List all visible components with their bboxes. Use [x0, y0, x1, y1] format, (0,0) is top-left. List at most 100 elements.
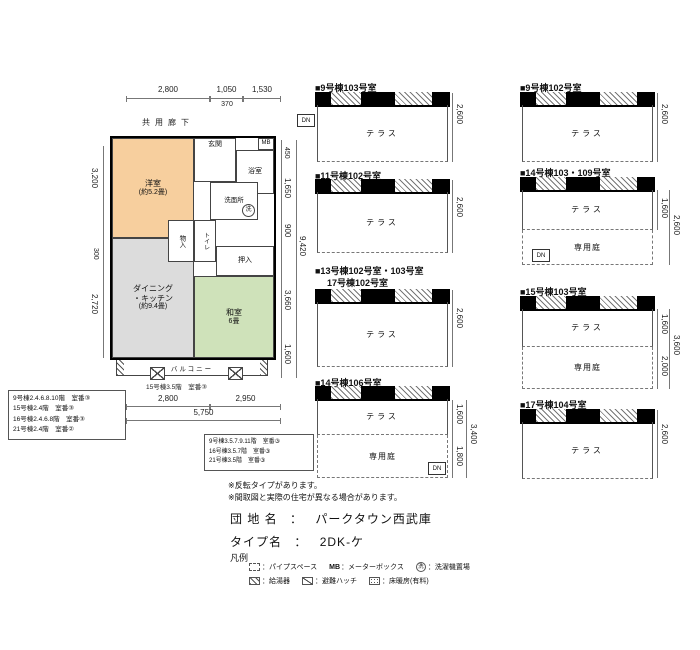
dn-marker: DN [297, 114, 315, 127]
terrace-label: テラス [366, 217, 399, 227]
room-storage-label: 物入 [177, 234, 185, 248]
terrace-area: テラス [522, 190, 653, 230]
garden-label: 専用庭 [574, 242, 601, 252]
legend-item-washer: 洗 ：洗濯機置場 [415, 562, 470, 572]
private-garden-area: 専用庭 [522, 347, 653, 389]
room-toilet: トイレ [194, 220, 216, 262]
dim-line [126, 418, 281, 424]
dim-top-sub: 370 [221, 101, 233, 108]
floor-note-line: 9号棟2.4.6.8.10階 室番③ [13, 395, 91, 402]
room-entrance-label: 玄関 [208, 141, 222, 148]
legend-item-water-heater: ：給湯器 [249, 576, 290, 586]
dim-right-4: 3,660 [283, 290, 292, 311]
escape-hatch-icon [228, 367, 243, 380]
legend-label: ：床暖房(有料) [382, 578, 429, 585]
washer-place-icon: 洗 [415, 562, 426, 572]
dim-line [452, 436, 453, 478]
room-western: 洋室 (約5.2畳) [112, 138, 194, 238]
corridor-label: 共用廊下 [142, 118, 194, 127]
unit-dim: 1,600 [660, 198, 669, 219]
room-japanese-size: 6畳 [228, 317, 240, 325]
room-toilet-label: トイレ [202, 232, 209, 250]
escape-hatch-icon [150, 367, 165, 380]
dim-line [126, 96, 210, 102]
terrace-label: テラス [571, 445, 604, 455]
floor-note-line: 15号棟2.4階 室番③ [13, 405, 75, 413]
garden-label: 専用庭 [369, 451, 396, 461]
dim-line [103, 146, 104, 358]
unit-title: ■11号棟102号室 [315, 171, 381, 181]
dim-line [466, 400, 467, 478]
dim-line [210, 96, 243, 102]
wall-band [315, 92, 450, 107]
terrace-area: テラス [317, 302, 448, 367]
unit-title-line2: 17号棟102号室 [327, 278, 389, 288]
legend-heading: 凡例 [230, 553, 249, 563]
room-storage: 物入 [168, 220, 194, 262]
plan-outline: 洋室 (約5.2畳) ダイニング ・キッチン (約9.4畳) 和室 6畳 玄関 … [110, 136, 276, 360]
dim-right-1: 450 [283, 147, 290, 159]
terrace-label: テラス [571, 128, 604, 138]
legend-item-pipe-space: ：パイプスペース [249, 562, 317, 572]
dim-line [657, 190, 658, 230]
dim-bottom-2: 2,950 [235, 394, 256, 403]
unit-title: ■14号棟106号室 [315, 378, 382, 388]
floor-note-line: 21号棟3.5階 室番③ [209, 458, 266, 465]
unit-title: ■15号棟103号室 [520, 287, 587, 297]
legend-row-2: ：給湯器 ：避難ハッチ ：床暖房(有料) [249, 576, 429, 586]
dn-marker: DN [428, 462, 446, 475]
unit-diagram-9-102: テラス [520, 92, 655, 162]
terrace-label: テラス [366, 412, 399, 421]
escape-hatch-legend-icon [302, 577, 313, 585]
unit-title: ■13号棟102号室・103号室 [315, 266, 424, 276]
terrace-area: テラス [522, 309, 653, 347]
unit-dim: 2,600 [455, 197, 464, 218]
legend-row-1: ：パイプスペース MB ：メーターボックス 洗 ：洗濯機置場 [249, 562, 470, 572]
remark-1: ※反転タイプがあります。 [228, 481, 322, 490]
legend-label: ：洗濯機置場 [427, 564, 470, 571]
title-block: 団 地 名 ： パークタウン西武庫 タイプ名 ： 2DK-ケ [230, 510, 432, 550]
room-washroom: 洗面所 洗 [210, 182, 258, 220]
unit-title: ■17号棟104号室 [520, 400, 587, 410]
dim-line [657, 93, 658, 162]
room-western-size: (約5.2畳) [138, 188, 168, 196]
separator: ： [294, 535, 308, 549]
room-washroom-label: 洗面所 [224, 197, 244, 205]
terrace-label: テラス [571, 205, 604, 214]
dim-line [669, 190, 670, 265]
unit-diagram-9-103: テラス DN [297, 92, 450, 162]
unit-dim: 2,600 [672, 215, 681, 236]
dim-right-5: 1,600 [283, 344, 292, 365]
unit-dim: 2,600 [660, 104, 669, 125]
legend-item-meter-box: MB ：メーターボックス [329, 562, 404, 572]
unit-dim: 1,600 [660, 314, 669, 335]
terrace-label: テラス [366, 128, 399, 138]
unit-dim: 1,600 [455, 404, 464, 425]
room-bath-label: 浴室 [248, 167, 262, 175]
room-japanese-name: 和室 [226, 308, 242, 317]
garden-label: 専用庭 [574, 363, 601, 372]
dim-line [126, 404, 210, 410]
terrace-area: テラス [317, 105, 448, 162]
wall-band [520, 92, 655, 107]
terrace-area: テラス [317, 399, 448, 435]
balcony-end-hatch [117, 360, 124, 375]
room-japanese: 和室 6畳 [194, 276, 274, 358]
unit-dim: 3,600 [672, 335, 681, 356]
wall-band [520, 177, 655, 192]
legend-label: ：避難ハッチ [315, 578, 357, 585]
wall-band [315, 289, 450, 304]
room-entrance: 玄関 [194, 138, 236, 182]
remarks: ※反転タイプがあります。 ※間取図と実際の住宅が異なる場合があります。 [228, 480, 402, 505]
dim-left-3: 2,720 [90, 294, 99, 315]
dim-right-total: 9,420 [298, 236, 307, 257]
unit-diagram-13-102: テラス [315, 289, 450, 367]
dim-left-1: 3,200 [90, 168, 99, 189]
meter-box-label: MB [261, 140, 271, 147]
unit-dim: 1,800 [455, 446, 464, 467]
dim-line [210, 404, 281, 410]
dim-top-3: 1,530 [251, 85, 273, 94]
meter-box-abbrev: MB [329, 563, 341, 571]
private-garden-area: 専用庭 [317, 435, 448, 478]
dim-bottom-total: 5,750 [193, 408, 214, 417]
